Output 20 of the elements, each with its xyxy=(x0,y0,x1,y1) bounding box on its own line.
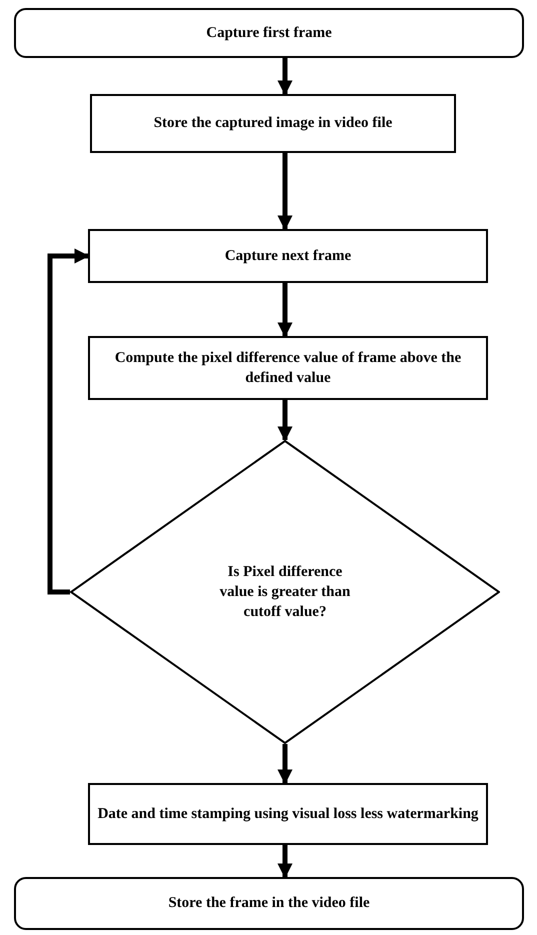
step-text: Date and time stamping using visual loss less watermarking xyxy=(96,804,480,824)
terminal-box xyxy=(14,8,524,58)
arrow xyxy=(48,248,90,594)
step-text: Store the captured image in video file xyxy=(152,114,394,134)
step-text: Store the frame in the video file xyxy=(167,894,371,914)
arrow xyxy=(278,153,292,230)
terminal-box xyxy=(14,877,524,930)
arrow xyxy=(278,400,292,442)
step-text: Capture next frame xyxy=(224,246,352,266)
step-text: Capture first frame xyxy=(205,24,333,43)
process-box xyxy=(90,94,456,153)
process-box xyxy=(88,783,488,845)
step-text: Compute the pixel difference value of frame above the defined value xyxy=(114,348,462,388)
process-box xyxy=(88,336,488,400)
arrow xyxy=(278,58,292,96)
arrow xyxy=(278,283,292,338)
arrow xyxy=(278,744,292,784)
process-box xyxy=(88,229,488,283)
step-text: Is Pixel difference value is greater than cutoff value? xyxy=(218,562,352,622)
arrow xyxy=(278,845,292,878)
